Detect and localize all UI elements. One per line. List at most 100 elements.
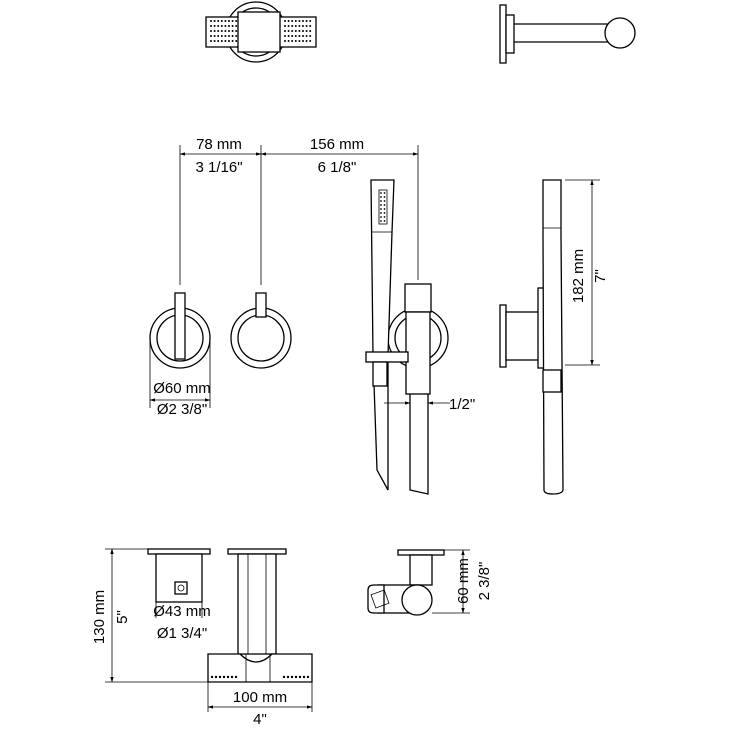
spray-hole: [290, 675, 294, 679]
spray-hole: [220, 20, 223, 22]
spray-hole: [224, 35, 227, 37]
spray-hole: [380, 216, 382, 218]
spray-hole: [309, 20, 312, 22]
spray-hole: [309, 35, 312, 37]
spray-hole: [224, 40, 227, 42]
spray-hole: [231, 40, 234, 42]
spray-hole: [305, 20, 308, 22]
spray-hole: [305, 25, 308, 27]
dimension-diameter-mm: Ø60 mm: [153, 380, 211, 397]
spray-hole: [287, 20, 290, 22]
spray-hole: [228, 25, 230, 27]
dimension-depth-mm: 130 mm: [91, 590, 108, 644]
spray-hole: [298, 40, 301, 42]
spray-hole: [298, 30, 301, 32]
spray-hole: [287, 25, 290, 27]
spray-hole: [210, 35, 212, 37]
spray-hole: [230, 675, 234, 679]
spray-hole: [309, 25, 312, 27]
spray-hole: [305, 35, 308, 37]
spray-hole: [309, 30, 312, 32]
spray-hole: [213, 40, 216, 42]
spray-hole: [291, 20, 294, 22]
dimension-spacing-mm: 78 mm: [196, 136, 242, 153]
spray-hole: [217, 35, 220, 37]
spray-hole: [383, 196, 386, 198]
spray-hole: [380, 208, 382, 210]
spray-hole: [224, 30, 227, 32]
spray-hole: [235, 35, 238, 37]
spray-hole: [210, 30, 212, 32]
spray-hole: [298, 675, 302, 679]
dimension-diameter-in: Ø2 3/8": [157, 401, 207, 418]
spray-hole: [291, 25, 294, 27]
spray-hole: [305, 40, 308, 42]
spray-hole: [380, 200, 382, 202]
spray-hole: [228, 30, 230, 32]
spray-hole: [380, 220, 382, 222]
spray-hole: [218, 675, 222, 679]
dimension-height-in: 7": [592, 269, 609, 283]
spray-hole: [298, 25, 301, 27]
spray-hole: [231, 20, 234, 22]
spray-holes-bottom-left: [210, 675, 238, 679]
spray-hole: [228, 35, 230, 37]
spray-hole: [380, 204, 382, 206]
spray-hole: [294, 35, 297, 37]
spray-hole: [302, 35, 304, 37]
spray-hole: [294, 30, 297, 32]
spray-hole: [213, 20, 216, 22]
spray-hole: [294, 20, 297, 22]
top-view-mixer: [205, 1, 317, 63]
spray-hole: [222, 675, 226, 679]
spray-hole: [291, 35, 294, 37]
spray-hole: [294, 40, 297, 42]
spray-holes-hand-shower: [380, 192, 386, 222]
spray-hole: [210, 40, 212, 42]
spray-hole: [210, 675, 214, 679]
spray-holes-bottom-right: [282, 675, 310, 679]
spray-hole: [224, 20, 227, 22]
spray-hole: [286, 675, 290, 679]
spray-hole: [302, 25, 304, 27]
dimension-depth-in: 5": [114, 610, 131, 624]
spray-hole: [306, 675, 310, 679]
spray-hole: [235, 30, 238, 32]
spray-hole: [380, 192, 382, 194]
spray-hole: [302, 30, 304, 32]
spray-hole: [284, 40, 286, 42]
dimension-spacing-in: 3 1/16": [195, 159, 242, 176]
dimension-height-mm: 182 mm: [570, 249, 587, 303]
spray-hole: [294, 25, 297, 27]
spray-hole: [235, 25, 238, 27]
dimension-offset-in: 6 1/8": [318, 159, 357, 176]
front-view-controls: 78 mm 3 1/16" 156 mm 6 1/8" Ø60 mm Ø2 3/…: [149, 136, 419, 418]
spray-hole: [383, 208, 386, 210]
spray-hole: [291, 40, 294, 42]
dimension-width-mm: 100 mm: [233, 689, 287, 706]
dimension-thread: 1/2": [449, 396, 475, 413]
spray-hole: [284, 20, 286, 22]
spray-hole: [210, 25, 212, 27]
spray-hole: [220, 30, 223, 32]
dimension-offset-mm: 156 mm: [310, 136, 364, 153]
spray-hole: [383, 220, 386, 222]
spray-hole: [220, 25, 223, 27]
spray-hole: [302, 675, 306, 679]
spray-hole: [291, 30, 294, 32]
spray-hole: [282, 675, 286, 679]
spray-hole: [217, 25, 220, 27]
spray-holes-left: [210, 20, 238, 42]
spray-hole: [383, 212, 386, 214]
spray-hole: [383, 192, 386, 194]
spray-hole: [231, 30, 234, 32]
spray-hole: [226, 675, 230, 679]
spray-hole: [383, 216, 386, 218]
spray-hole: [380, 212, 382, 214]
spray-hole: [294, 675, 298, 679]
section-view-holder: 60 mm 2 3/8": [367, 549, 493, 616]
spray-hole: [284, 30, 286, 32]
spray-hole: [383, 200, 386, 202]
